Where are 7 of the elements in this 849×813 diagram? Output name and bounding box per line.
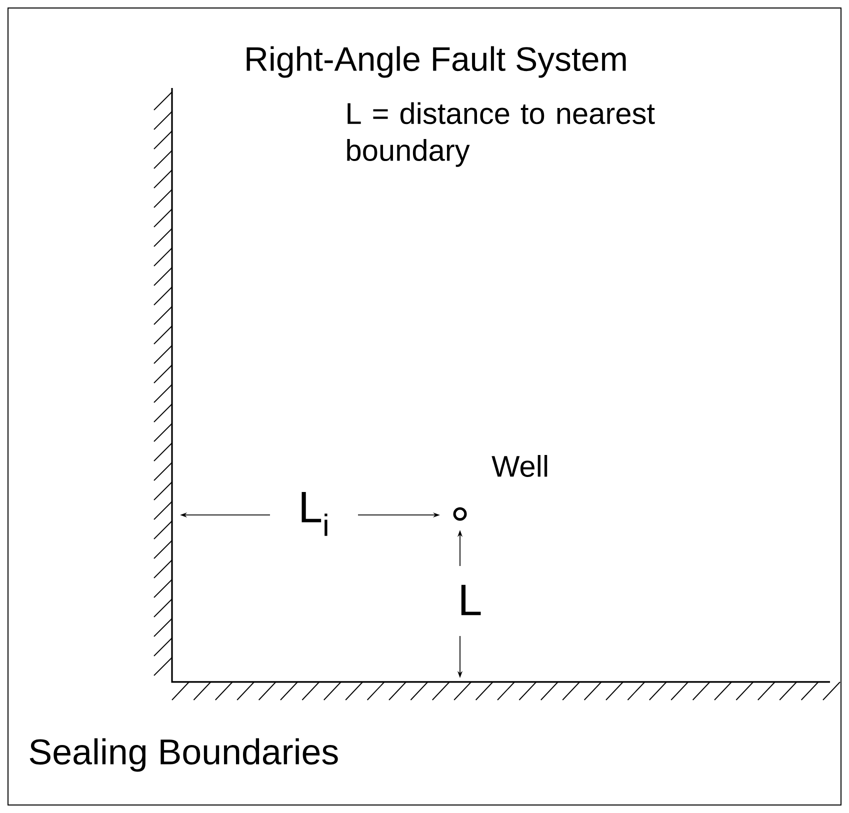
boundary-label: Sealing Boundaries: [30, 738, 338, 772]
well-symbol: [453, 507, 467, 521]
dimension-label: L: [461, 584, 481, 616]
well-label: Well: [492, 455, 548, 477]
title: Right-Angle Fault System: [246, 46, 626, 78]
definition-note: L = distance to nearest boundary: [347, 102, 655, 167]
dimension-label: L$_{i}$: [302, 492, 328, 536]
